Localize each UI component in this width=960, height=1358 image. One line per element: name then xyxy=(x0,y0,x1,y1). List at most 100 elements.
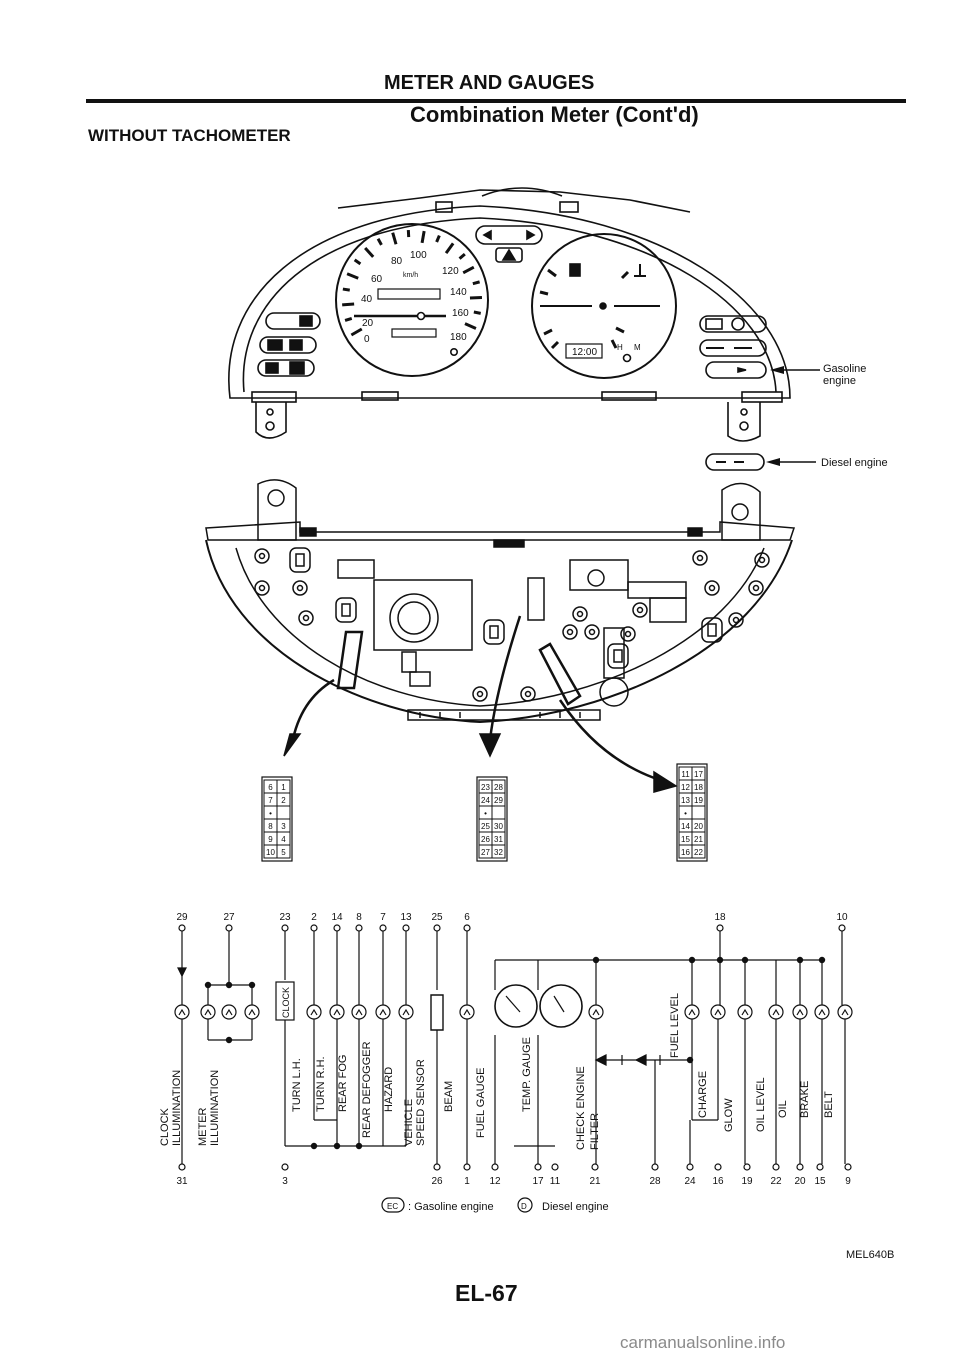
legend-diesel: Diesel engine xyxy=(542,1201,609,1213)
subsection-title: Combination Meter (Cont'd) xyxy=(410,102,699,127)
bottom-pin-number: 16 xyxy=(712,1176,724,1187)
schematic-label: HAZARD xyxy=(383,1067,395,1112)
schematic-label-line: GLOW xyxy=(723,1098,735,1132)
schematic-label-line: FUEL LEVEL xyxy=(669,993,681,1058)
speedo-label-100: 100 xyxy=(410,250,427,261)
speedo-label-120: 120 xyxy=(442,266,459,277)
connector-pin-label: 3 xyxy=(281,822,286,831)
connector-pin-label: 10 xyxy=(266,848,275,857)
connector-pin-label: 14 xyxy=(681,822,690,831)
connector-pin-label: 7 xyxy=(268,796,273,805)
schematic-label: BEAM xyxy=(443,1081,455,1112)
schematic-label-line: OIL xyxy=(777,1100,789,1118)
connector-pin-label: 21 xyxy=(694,835,703,844)
top-pin-number: 29 xyxy=(176,912,188,923)
speedo-label-160: 160 xyxy=(452,308,469,319)
connector-pin-label: 15 xyxy=(681,835,690,844)
top-pin-number: 18 xyxy=(714,912,726,923)
bottom-pin-number: 20 xyxy=(794,1176,806,1187)
legend-d-symbol: D xyxy=(521,1202,527,1211)
clock-display: 12:00 xyxy=(572,347,597,358)
connector-pin-label: 11 xyxy=(681,770,690,779)
speed-unit: km/h xyxy=(403,272,418,279)
bottom-pin-number: 19 xyxy=(741,1176,753,1187)
connector-pin-label: 19 xyxy=(694,796,703,805)
top-pin-number: 27 xyxy=(223,912,235,923)
variant-title: WITHOUT TACHOMETER xyxy=(88,126,291,145)
connector-pin-label: • xyxy=(684,809,687,818)
schematic-label: BELT xyxy=(823,1091,835,1118)
connector-pin-label: 6 xyxy=(268,783,273,792)
connector-pin-label: 27 xyxy=(481,848,490,857)
schematic-label-line: TURN L.H. xyxy=(291,1058,303,1112)
connector-pin-label: 4 xyxy=(281,835,286,844)
schematic-label: TURN R.H. xyxy=(315,1056,327,1112)
meter-front-view: 80 100 60 120 40 140 20 160 0 180 km/h xyxy=(228,187,888,471)
bottom-pin-number: 21 xyxy=(589,1176,601,1187)
schematic-label-line: TEMP. GAUGE xyxy=(521,1037,533,1112)
connector-pin-label: 13 xyxy=(681,796,690,805)
speedo-label-180: 180 xyxy=(450,332,467,343)
connector-pin-label: 24 xyxy=(481,796,490,805)
bottom-pin-number: 15 xyxy=(814,1176,826,1187)
speedo-label-140: 140 xyxy=(450,287,467,298)
schematic-label-line: CLOCK xyxy=(159,1107,171,1146)
top-pin-number: 25 xyxy=(431,912,443,923)
bottom-pin-number: 22 xyxy=(770,1176,782,1187)
connector-pin-label: 22 xyxy=(694,848,703,857)
schematic-label-line: CHARGE xyxy=(697,1071,709,1118)
schematic-label: CHECK ENGINE xyxy=(575,1066,587,1150)
connector-pin-label: 29 xyxy=(494,796,503,805)
connector-pin-label: 18 xyxy=(694,783,703,792)
connector-pin-label: 20 xyxy=(694,822,703,831)
connector-pin-label: 12 xyxy=(681,783,690,792)
bottom-pin-number: 3 xyxy=(282,1176,288,1187)
schematic xyxy=(174,924,853,1171)
schematic-label-line: BELT xyxy=(823,1091,835,1118)
top-pin-number: 8 xyxy=(356,912,362,923)
bottom-pin-number: 28 xyxy=(649,1176,661,1187)
schematic-label: FILTER xyxy=(589,1113,601,1150)
callout-gasoline-line1: Gasoline xyxy=(823,363,866,375)
schematic-label-line: ILLUMINATION xyxy=(209,1070,221,1146)
schematic-label: TURN L.H. xyxy=(291,1058,303,1112)
bottom-pin-number: 11 xyxy=(550,1176,561,1187)
schematic-label: FUEL GAUGE xyxy=(475,1068,487,1139)
clock-box-label: CLOCK xyxy=(281,987,291,1018)
schematic-label-line: REAR DEFOGGER xyxy=(361,1041,373,1138)
schematic-label: TEMP. GAUGE xyxy=(521,1037,533,1112)
connector-pin-label: 28 xyxy=(494,783,503,792)
callout-gasoline-engine: Gasoline engine xyxy=(823,363,869,387)
speedo-label-0: 0 xyxy=(364,334,370,345)
schematic-label-line: SPEED SENSOR xyxy=(415,1059,427,1146)
schematic-label-line: VEHICLE xyxy=(403,1099,415,1146)
top-pin-number: 7 xyxy=(380,912,386,923)
schematic-label-line: METER xyxy=(197,1107,209,1146)
schematic-label: CHARGE xyxy=(697,1071,709,1118)
bottom-pin-number: 26 xyxy=(431,1176,443,1187)
top-pin-number: 23 xyxy=(279,912,291,923)
schematic-label: OIL xyxy=(777,1100,789,1118)
schematic-label: GLOW xyxy=(723,1098,735,1132)
connector-pin-label: • xyxy=(269,809,272,818)
speedo-label-80: 80 xyxy=(391,256,403,267)
speedo-label-60: 60 xyxy=(371,274,383,285)
temp-cold-mark: M xyxy=(634,343,641,352)
callout-line: engine xyxy=(823,375,856,387)
schematic-label-line: REAR FOG xyxy=(337,1055,349,1112)
connector-pin-label: 1 xyxy=(281,783,286,792)
schematic-label-line: BEAM xyxy=(443,1081,455,1112)
header-rule xyxy=(86,99,906,103)
schematic-label: VEHICLESPEED SENSOR xyxy=(403,1059,427,1146)
temp-hot-mark: H xyxy=(617,343,623,352)
schematic-label: OIL LEVEL xyxy=(755,1077,767,1132)
schematic-label-line: HAZARD xyxy=(383,1067,395,1112)
connector-pin-label: 16 xyxy=(681,848,690,857)
watermark: carmanualsonline.info xyxy=(620,1333,786,1352)
section-title: METER AND GAUGES xyxy=(384,72,595,94)
connector-pin-label: 5 xyxy=(281,848,286,857)
